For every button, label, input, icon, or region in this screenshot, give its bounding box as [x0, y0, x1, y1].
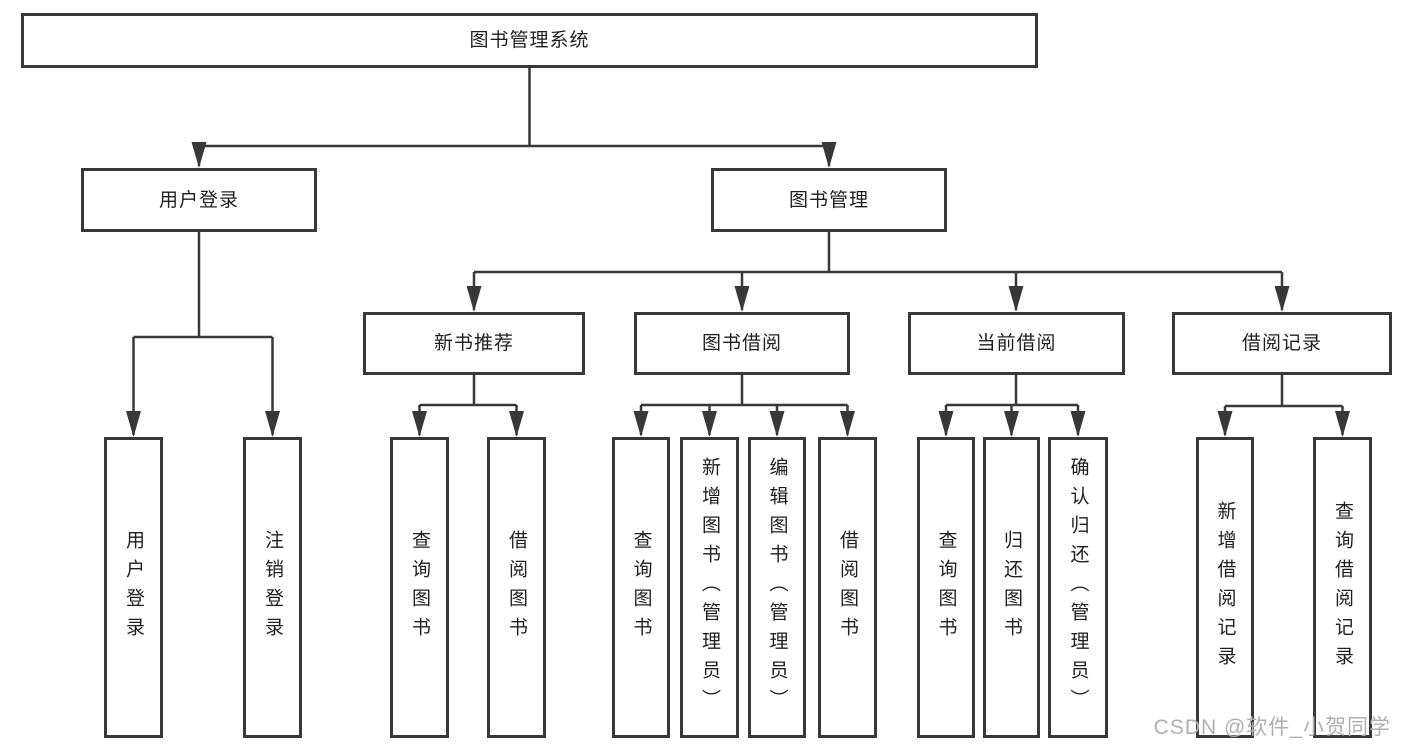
leaf-logout-login: 注销登录	[243, 437, 302, 738]
leaf-add-books-admin: 新增图书（管理员）	[680, 437, 739, 738]
connector-new-book-branch	[412, 375, 524, 437]
connector-book-management-branch	[466, 232, 1290, 312]
leaf-add-borrow-record: 新增借阅记录	[1196, 437, 1254, 738]
leaf-confirm-return-admin: 确认归还（管理员）	[1048, 437, 1108, 738]
connector-user-login-branch	[126, 232, 280, 437]
leaf-borrow-books-recommend: 借阅图书	[487, 437, 546, 738]
leaf-query-books-recommend: 查询图书	[390, 437, 449, 738]
node-library-management-system: 图书管理系统	[21, 13, 1038, 68]
connector-book-borrow-branch	[633, 375, 855, 437]
leaf-borrow-books-borrowing: 借阅图书	[818, 437, 877, 738]
leaf-query-books-borrowing: 查询图书	[612, 437, 670, 738]
leaf-query-borrow-record: 查询借阅记录	[1313, 437, 1372, 738]
leaf-query-books-current: 查询图书	[917, 437, 975, 738]
node-current-borrowing: 当前借阅	[908, 312, 1125, 375]
leaf-return-books: 归还图书	[983, 437, 1040, 738]
connector-borrow-record-branch	[1217, 375, 1350, 437]
leaf-edit-books-admin: 编辑图书（管理员）	[748, 437, 806, 738]
connector-root-to-level2	[191, 68, 837, 168]
node-book-borrowing: 图书借阅	[634, 312, 850, 375]
connector-current-borrow-branch	[938, 375, 1086, 437]
node-borrowing-records: 借阅记录	[1172, 312, 1392, 375]
leaf-user-login: 用户登录	[104, 437, 163, 738]
node-new-book-recommendation: 新书推荐	[363, 312, 585, 375]
csdn-watermark: CSDN @软件_小贺同学	[1153, 716, 1391, 739]
node-book-management: 图书管理	[711, 168, 947, 232]
node-user-login: 用户登录	[81, 168, 317, 232]
